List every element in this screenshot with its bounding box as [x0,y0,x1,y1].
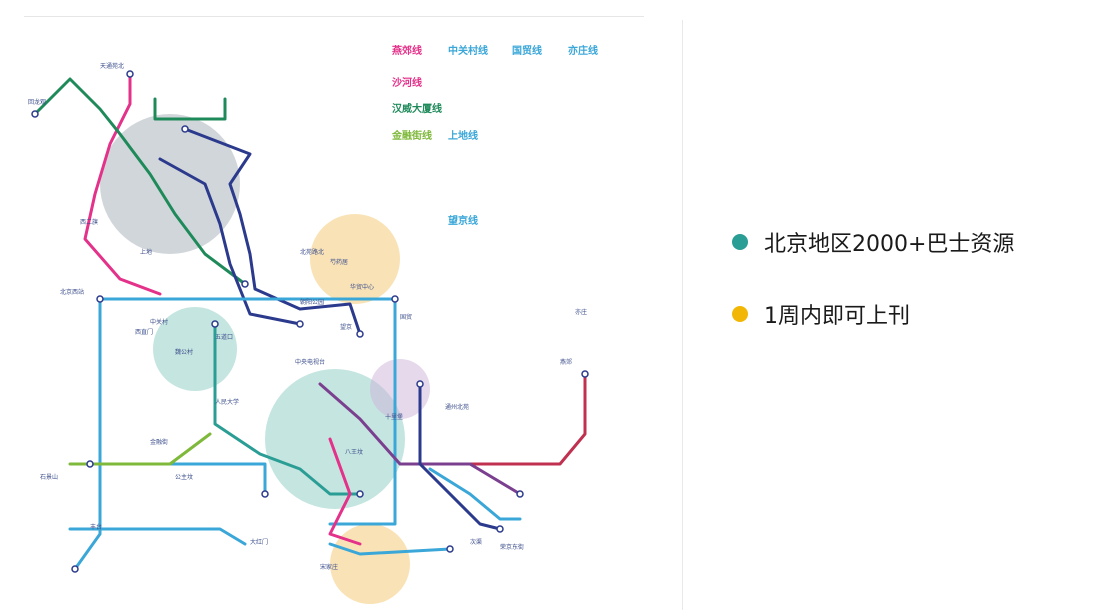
line-title: 汉威大厦线 [392,102,442,115]
route-sky-2 [98,297,397,526]
teal-dot-icon [732,234,748,250]
station-node [446,545,454,553]
station-label: 北苑路北 [300,248,324,256]
route-sky-south [328,542,452,556]
route-navy-east [418,382,502,531]
station-node [31,110,39,118]
legend-text: 1周内即可上刊 [764,304,910,329]
station-label: 国贸 [400,313,412,321]
line-title: 燕郊线 [392,44,422,57]
legend-item-bus-resources: 北京地区2000+巴士资源 [732,225,1014,259]
station-label: 华贸中心 [350,283,374,291]
station-label: 大红门 [250,538,268,546]
station-label: 十里堡 [385,413,403,421]
station-node [296,320,304,328]
line-title: 望京线 [448,214,478,227]
line-title: 金融街线 [391,129,432,142]
route-olive [68,432,212,466]
station-label: 望京 [340,323,352,331]
route-sky-4 [68,527,247,546]
station-node [86,460,94,468]
station-label: 北京西站 [60,288,84,296]
route-magenta-center [328,437,362,546]
route-green-2 [153,97,227,121]
top-rule [24,16,644,17]
station-label: 五道口 [215,333,233,341]
station-node [516,490,524,498]
route-magenta-north [83,72,162,296]
station-label: 朝阳公园 [300,298,324,306]
station-label: 次渠 [470,538,482,546]
station-node [391,295,399,303]
station-node [241,280,249,288]
coverage-circle-east [370,359,430,419]
line-title: 上地线 [448,129,478,142]
route-green-north [33,77,247,286]
station-label: 八王坟 [345,448,363,456]
yellow-dot-icon [732,306,748,322]
station-node [211,320,219,328]
station-label: 燕郊 [560,358,572,366]
route-crimson-east [408,372,587,466]
station-node [96,295,104,303]
station-label: 中关村 [150,318,168,326]
line-title: 国贸线 [512,44,542,57]
station-label: 宋家庄 [320,563,338,571]
station-node [356,490,364,498]
station-node [356,330,364,338]
station-label: 上地 [140,248,152,256]
station-label: 石景山 [40,473,58,481]
route-purple-east [318,382,522,496]
station-label: 丰台 [90,523,102,531]
coverage-circle-south [330,524,410,604]
station-node [261,490,269,498]
coverage-circle-northeast [310,214,400,304]
station-label: 公主坟 [175,473,193,481]
legend: 北京地区2000+巴士资源 1周内即可上刊 [732,225,1014,369]
station-label: 西二旗 [80,218,98,226]
line-title: 沙河线 [392,76,422,89]
route-sky-east [428,467,522,521]
station-node [416,380,424,388]
station-label: 亦庄 [575,308,587,316]
station-label: 天通苑北 [100,62,124,70]
station-label: 魏公村 [175,348,193,356]
station-node [581,370,589,378]
route-navy-2 [158,157,302,326]
legend-text: 北京地区2000+巴士资源 [764,232,1015,257]
coverage-circle-north [100,114,240,254]
station-node [496,525,504,533]
line-title: 亦庄线 [568,44,598,57]
route-teal-center [213,322,362,496]
station-label: 通州北苑 [445,403,469,411]
station-label: 荣京东街 [500,543,524,551]
station-label: 中央电视台 [295,358,325,366]
station-label: 西直门 [135,328,153,336]
station-label: 回龙观 [28,98,46,106]
station-label: 金融街 [150,438,168,446]
route-sky-1 [73,297,102,571]
vertical-divider [682,20,683,610]
legend-item-one-week: 1周内即可上刊 [732,297,1014,331]
coverage-circle-center [265,369,405,509]
route-navy-1 [183,127,362,336]
station-node [181,125,189,133]
station-label: 芍药居 [330,258,348,266]
line-title: 中关村线 [448,44,488,57]
station-label: 人民大学 [215,398,239,406]
station-node [71,565,79,573]
station-node [126,70,134,78]
